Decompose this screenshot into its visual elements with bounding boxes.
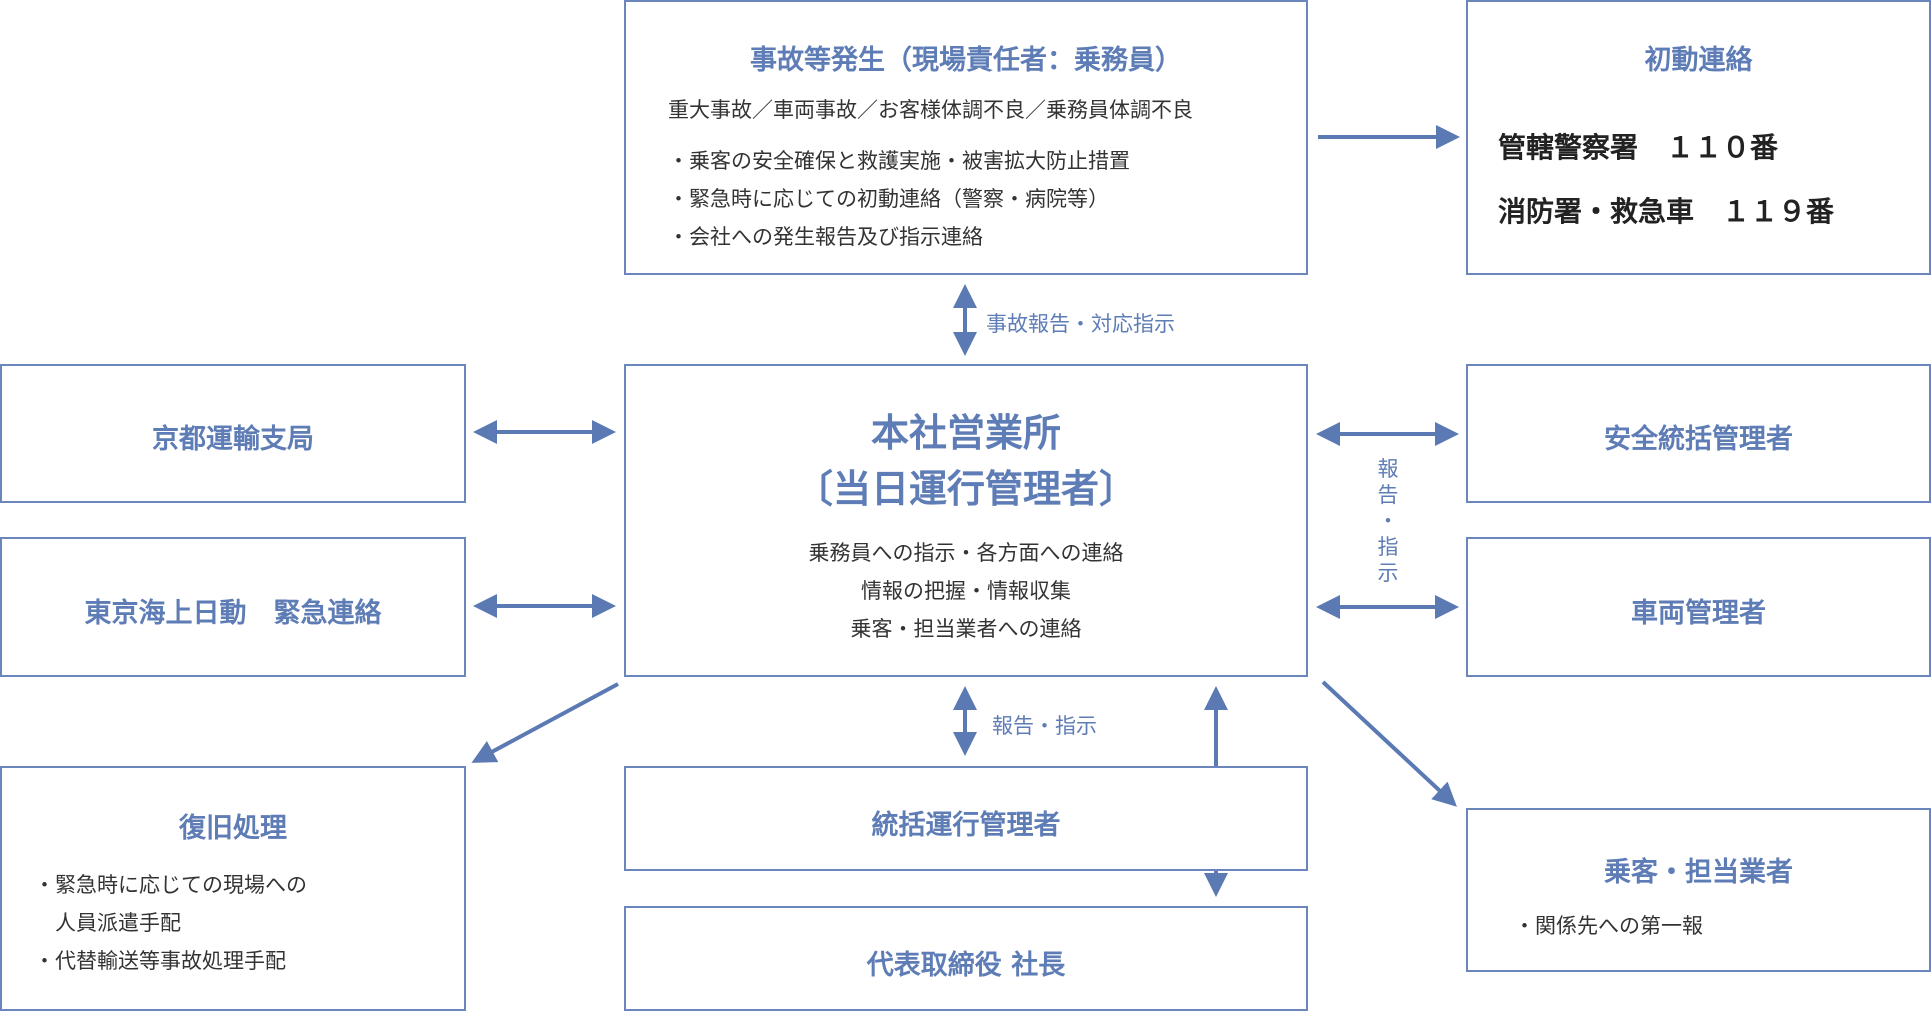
- passengers-contractors-box: 乗客・担当業者 ・関係先への第一報: [1466, 808, 1931, 972]
- label-report-instruction-top: 事故報告・対応指示: [986, 312, 1175, 336]
- recovery-item: ・緊急時に応じての現場への: [34, 873, 307, 897]
- incident-title: 事故等発生（現場責任者：乗務員）: [750, 45, 1182, 76]
- vertical-char: 告: [1377, 483, 1399, 507]
- vertical-char: 報: [1377, 457, 1399, 481]
- incident-item: ・乗客の安全確保と救護実施・被害拡大防止措置: [668, 149, 1130, 173]
- arrow-hq-to-recovery: [471, 682, 619, 763]
- safety-manager-title: 安全統括管理者: [1604, 424, 1793, 455]
- vertical-char: 示: [1377, 561, 1399, 585]
- incident-subtitle: 重大事故／車両事故／お客様体調不良／乗務員体調不良: [668, 98, 1193, 122]
- kyoto-transport-bureau-title: 京都運輸支局: [152, 424, 314, 455]
- recovery-title: 復旧処理: [179, 813, 287, 844]
- label-report-instruction-bottom: 報告・指示: [992, 714, 1097, 738]
- vehicle-manager-title: 車両管理者: [1631, 598, 1766, 629]
- arrow-hq-to-passengers: [1321, 680, 1457, 807]
- hq-item: 情報の把握・情報収集: [861, 579, 1071, 603]
- tokio-marine-box: 東京海上日動 緊急連絡: [0, 537, 466, 677]
- recovery-item: 人員派遣手配: [34, 911, 181, 935]
- hq-title-line1: 本社営業所: [870, 411, 1061, 455]
- hq-list: 乗務員への指示・各方面への連絡 情報の把握・情報収集 乗客・担当業者への連絡: [626, 534, 1306, 648]
- police-line: 管轄警察署 １１０番: [1498, 131, 1779, 164]
- incident-box: 事故等発生（現場責任者：乗務員） 重大事故／車両事故／お客様体調不良／乗務員体調…: [624, 0, 1308, 275]
- president-box: 代表取締役 社長: [624, 906, 1308, 1011]
- safety-manager-box: 安全統括管理者: [1466, 364, 1931, 503]
- hq-box: 本社営業所 〔当日運行管理者〕 乗務員への指示・各方面への連絡 情報の把握・情報…: [624, 364, 1308, 677]
- recovery-item: ・代替輸送等事故処理手配: [34, 949, 286, 973]
- tokio-marine-title: 東京海上日動 緊急連絡: [84, 598, 382, 629]
- fire-ambulance-line: 消防署・救急車 １１９番: [1498, 195, 1835, 228]
- president-title: 代表取締役 社長: [866, 950, 1066, 981]
- hq-item: 乗務員への指示・各方面への連絡: [808, 541, 1124, 565]
- initial-contact-box: 初動連絡 管轄警察署 １１０番 消防署・救急車 １１９番: [1466, 0, 1931, 275]
- hq-item: 乗客・担当業者への連絡: [850, 617, 1082, 641]
- incident-list: ・乗客の安全確保と救護実施・被害拡大防止措置 ・緊急時に応じての初動連絡（警察・…: [668, 142, 1130, 256]
- general-ops-manager-title: 統括運行管理者: [871, 810, 1061, 841]
- passengers-contractors-title: 乗客・担当業者: [1604, 857, 1793, 888]
- incident-item: ・緊急時に応じての初動連絡（警察・病院等）: [668, 187, 1109, 211]
- vehicle-manager-box: 車両管理者: [1466, 537, 1931, 677]
- recovery-list: ・緊急時に応じての現場への 人員派遣手配 ・代替輸送等事故処理手配: [34, 866, 307, 980]
- incident-item: ・会社への発生報告及び指示連絡: [668, 225, 983, 249]
- vertical-char: 指: [1377, 535, 1399, 559]
- recovery-box: 復旧処理 ・緊急時に応じての現場への 人員派遣手配 ・代替輸送等事故処理手配: [0, 766, 466, 1011]
- vertical-char: ・: [1377, 509, 1399, 533]
- label-report-instruction-vertical: 報 告 ・ 指 示: [1376, 456, 1400, 586]
- initial-contact-title: 初動連絡: [1644, 45, 1753, 76]
- hq-title-line2: 〔当日運行管理者〕: [794, 467, 1137, 511]
- general-ops-manager-box: 統括運行管理者: [624, 766, 1308, 871]
- kyoto-transport-bureau-box: 京都運輸支局: [0, 364, 466, 503]
- passengers-item: ・関係先への第一報: [1514, 914, 1703, 938]
